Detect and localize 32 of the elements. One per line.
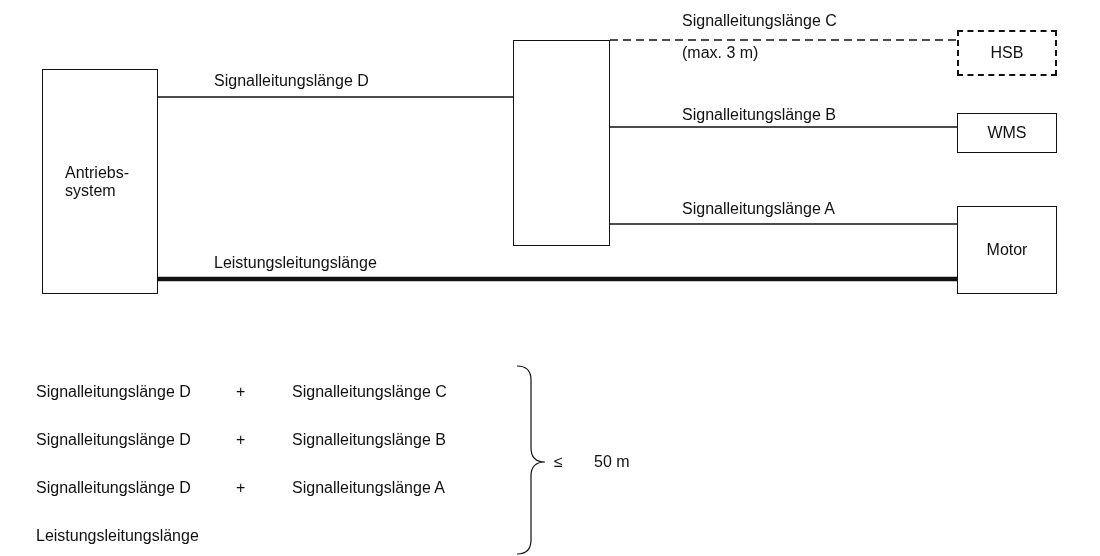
block-label: Antriebs- system <box>65 163 131 200</box>
power-cable-line <box>158 276 957 282</box>
edge-label: Signalleitungslänge C <box>682 12 837 30</box>
formula-text: Signalleitungslänge C <box>292 383 447 401</box>
block-label: Motor <box>986 241 1028 259</box>
block-box <box>957 30 1057 76</box>
block-label: WMS <box>987 124 1027 142</box>
signal-cable-line <box>157 96 514 98</box>
formula-text: Signalleitungslänge B <box>292 431 446 449</box>
signal-cable-line <box>609 223 958 225</box>
block-box <box>42 69 158 294</box>
formula-text: Signalleitungslänge D <box>36 431 191 449</box>
signal-cable-line <box>609 126 958 128</box>
signal-cable-line <box>609 39 958 41</box>
formula-text: Signalleitungslänge D <box>36 479 191 497</box>
formula-text: (max. 3 m) <box>682 44 759 62</box>
formula-text: + <box>236 479 246 497</box>
formula-text: Signalleitungslänge A <box>292 479 445 497</box>
edge-label: Signalleitungslänge A <box>682 200 835 218</box>
formula-text: Leistungsleitungslänge <box>36 527 199 545</box>
empty-block-box <box>513 40 610 246</box>
edge-label: Leistungsleitungslänge <box>214 254 377 272</box>
formula-text: + <box>236 383 246 401</box>
formula-text: Signalleitungslänge D <box>36 383 191 401</box>
block-box <box>957 113 1057 153</box>
edge-label: Signalleitungslänge D <box>214 72 369 90</box>
formula-text: 50 m <box>594 453 630 471</box>
edge-label: Signalleitungslänge B <box>682 106 836 124</box>
formula-text: ≤ <box>554 453 563 471</box>
block-label: HSB <box>990 44 1024 62</box>
formula-text: + <box>236 431 246 449</box>
block-box <box>957 206 1057 294</box>
